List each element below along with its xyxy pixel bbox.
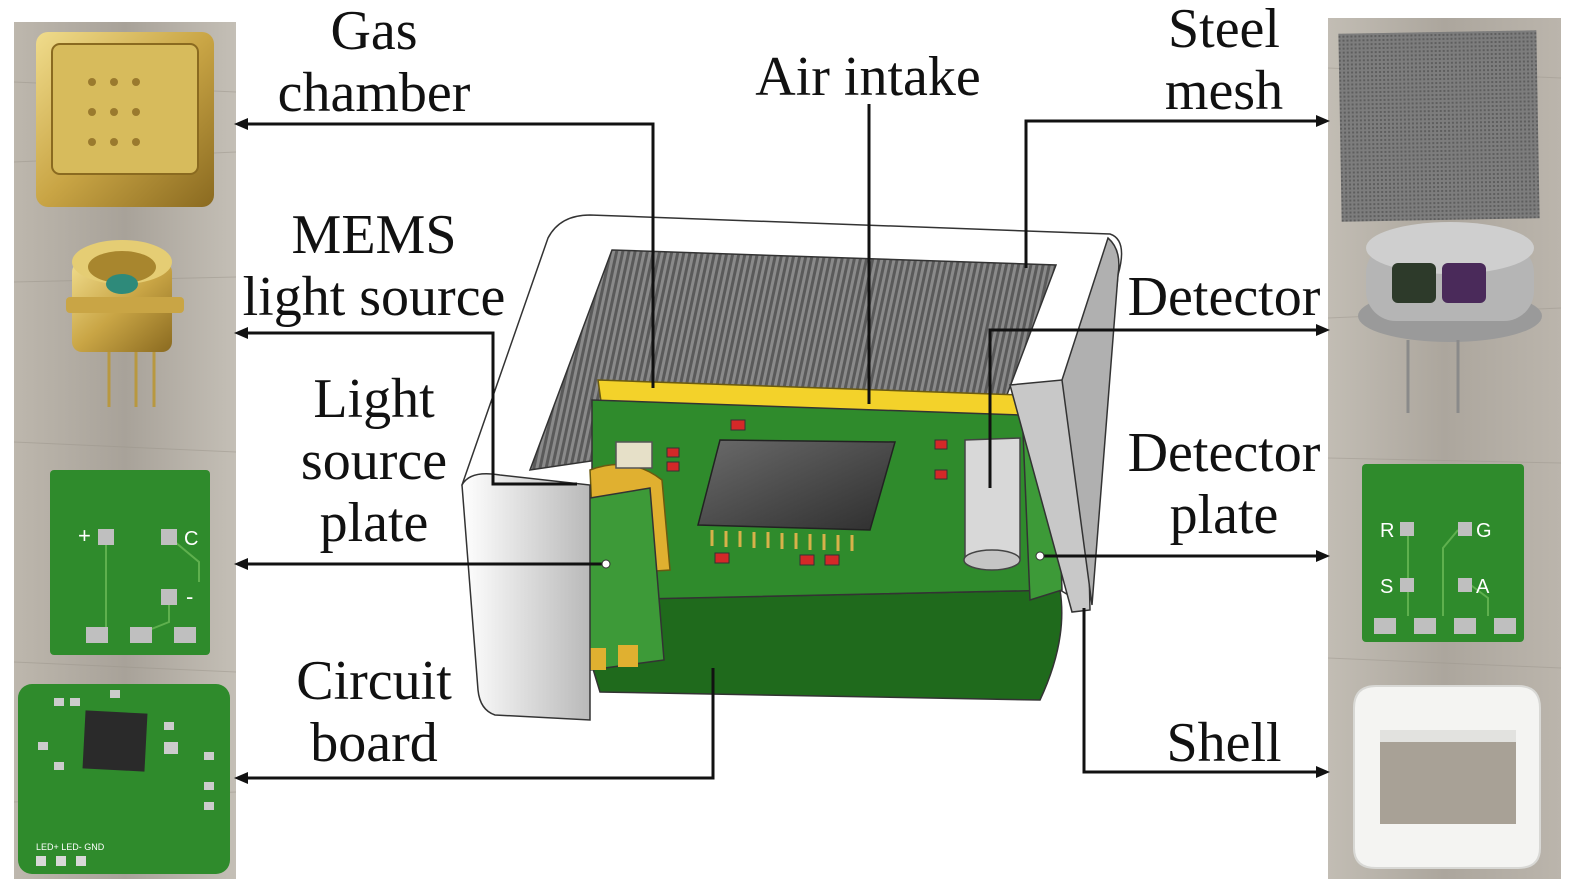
arrow-circuit-board <box>234 772 248 784</box>
label-mems-light-source-line-1: MEMS <box>291 204 457 266</box>
label-detector-plate-line-2: plate <box>1169 484 1279 546</box>
leader-detector <box>988 328 1318 488</box>
label-steel-mesh: Steel mesh <box>1134 0 1314 122</box>
arrow-detector <box>1316 324 1330 336</box>
arrow-detector-plate <box>1316 550 1330 562</box>
label-shell-line-1: Shell <box>1166 712 1282 774</box>
leader-mems-light-source <box>246 331 577 486</box>
svg-text:G: G <box>1476 520 1492 542</box>
label-air-intake-line-1: Air intake <box>755 46 981 108</box>
chip-3d <box>697 439 896 531</box>
leader-shell <box>1082 608 1318 774</box>
leader-steel-mesh <box>1024 119 1318 268</box>
label-light-source-plate-line-1: Light <box>313 368 435 430</box>
gas-chamber-photo <box>36 32 214 207</box>
label-air-intake: Air intake <box>746 46 990 108</box>
leader-circuit-board <box>246 668 715 780</box>
label-detector-line-1: Detector <box>1127 266 1321 328</box>
label-mems-light-source-line-2: light source <box>242 266 506 328</box>
detector-3d <box>964 437 1021 561</box>
svg-text:LED+ LED- GND: LED+ LED- GND <box>36 842 105 852</box>
photo-column-left: + C - LED+ LED- GND <box>14 22 236 879</box>
detector-photo <box>1358 222 1542 413</box>
svg-text:-: - <box>186 584 193 609</box>
label-steel-mesh-line-1: Steel <box>1168 0 1280 60</box>
label-circuit-board: Circuit board <box>276 650 472 774</box>
light-source-plate-3d <box>577 487 665 671</box>
label-gas-chamber: Gas chamber <box>262 0 486 124</box>
label-detector: Detector <box>1124 266 1324 328</box>
steel-mesh-photo <box>1338 30 1540 222</box>
label-circuit-board-line-2: board <box>310 712 438 774</box>
arrow-mems-light-source <box>234 327 248 339</box>
svg-text:R: R <box>1380 520 1394 542</box>
label-shell: Shell <box>1140 712 1308 774</box>
arrow-shell <box>1316 766 1330 778</box>
label-light-source-plate-line-3: plate <box>319 492 429 554</box>
label-gas-chamber-line-1: Gas <box>330 0 418 62</box>
detector-plate-photo: R G S A <box>1362 464 1524 642</box>
circuit-board-photo: LED+ LED- GND <box>18 684 230 874</box>
label-detector-plate-line-1: Detector <box>1127 422 1321 484</box>
mems-light-source-photo <box>66 240 184 407</box>
shell-photo <box>1353 685 1541 869</box>
svg-text:A: A <box>1476 576 1490 598</box>
photo-column-right: R G S A <box>1328 18 1561 879</box>
label-light-source-plate-line-2: source <box>300 430 448 492</box>
light-source-plate-photo: + C - <box>50 470 210 655</box>
label-steel-mesh-line-2: mesh <box>1164 60 1284 122</box>
arrow-light-source-plate <box>234 558 248 570</box>
svg-text:+: + <box>78 523 91 548</box>
label-gas-chamber-line-2: chamber <box>277 62 471 124</box>
label-mems-light-source: MEMS light source <box>238 204 510 328</box>
svg-text:S: S <box>1380 576 1393 598</box>
label-light-source-plate: Light source plate <box>282 368 466 554</box>
label-circuit-board-line-1: Circuit <box>296 650 452 712</box>
arrow-steel-mesh <box>1316 115 1330 127</box>
arrow-gas-chamber <box>234 118 248 130</box>
leader-gas-chamber <box>246 122 655 388</box>
svg-text:C: C <box>184 528 198 550</box>
label-detector-plate: Detector plate <box>1124 422 1324 546</box>
